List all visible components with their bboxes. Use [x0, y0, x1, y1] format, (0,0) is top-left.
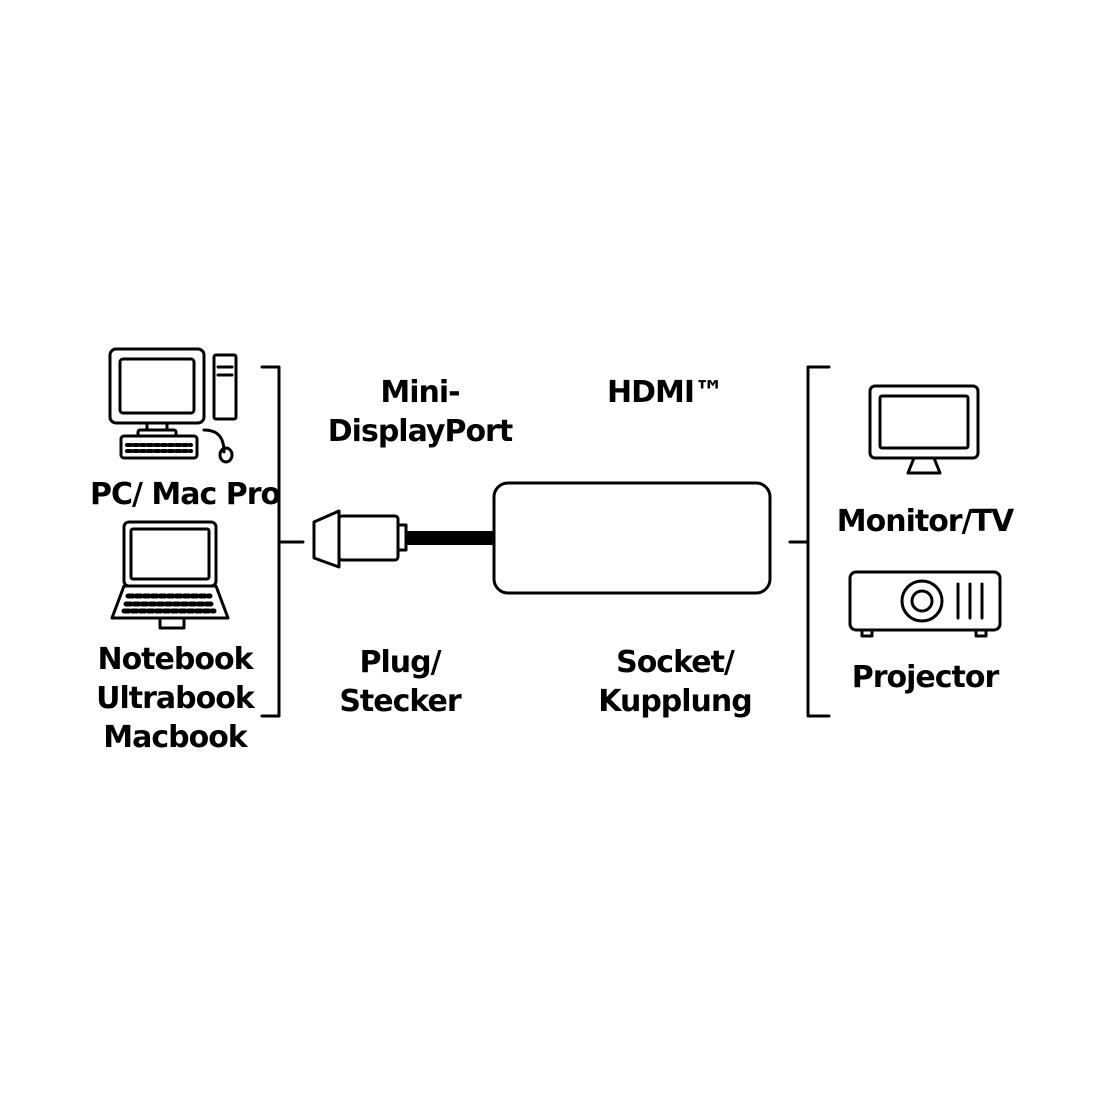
socket-label: Socket/	[616, 645, 735, 680]
right-bracket	[788, 365, 831, 718]
mini-label: Mini-	[380, 375, 460, 410]
plug-label: Plug/	[359, 645, 441, 680]
macbook-label: Macbook	[103, 720, 248, 755]
monitor-tv-label: Monitor/TV	[836, 504, 1015, 539]
hdmi-label: HDMI™	[606, 375, 724, 410]
monitor-icon	[868, 384, 980, 475]
pc-mac-label: PC/ Mac Pro	[90, 477, 281, 512]
mini-displayport-plug-icon	[312, 509, 495, 569]
notebook-icon	[110, 520, 230, 630]
displayport-label: DisplayPort	[327, 414, 513, 449]
notebook-label: Notebook	[97, 642, 253, 677]
left-bracket	[260, 365, 305, 718]
hdmi-socket-body	[492, 481, 772, 595]
projector-icon	[848, 570, 1002, 638]
desktop-pc-icon	[108, 347, 238, 464]
projector-label: Projector	[851, 660, 1000, 695]
ultrabook-label: Ultrabook	[96, 681, 255, 716]
stecker-label: Stecker	[339, 684, 461, 719]
kupplung-label: Kupplung	[598, 684, 753, 719]
